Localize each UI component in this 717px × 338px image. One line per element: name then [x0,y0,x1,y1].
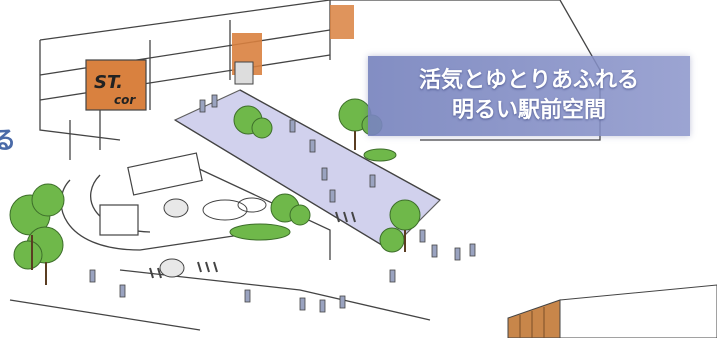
orange-panel-right [330,5,354,39]
car [163,198,189,218]
crosswalk [149,211,356,279]
roundabout-2 [237,197,267,213]
deck-edge-upper [239,89,441,201]
station-sign [85,59,147,111]
caption-line-1: 活気とゆとりあふれる [418,68,639,93]
caption-banner: 活気とゆとりあふれる 明るい駅前空間 [368,56,690,136]
pedestrians [89,94,476,313]
station-sign-line1: ST. [94,72,123,93]
deck-edge [174,119,391,251]
roundabout [202,199,248,221]
station-sign-line2: cor [114,93,136,107]
lower-right-building [507,284,717,338]
cropped-caption-fragment: る [0,126,16,154]
caption-line-2: 明るい駅前空間 [451,98,606,123]
small-box [234,61,254,85]
bus [99,152,203,236]
bus-loop-road [9,159,431,331]
car-2 [159,258,185,278]
tree-trunks [31,131,406,285]
